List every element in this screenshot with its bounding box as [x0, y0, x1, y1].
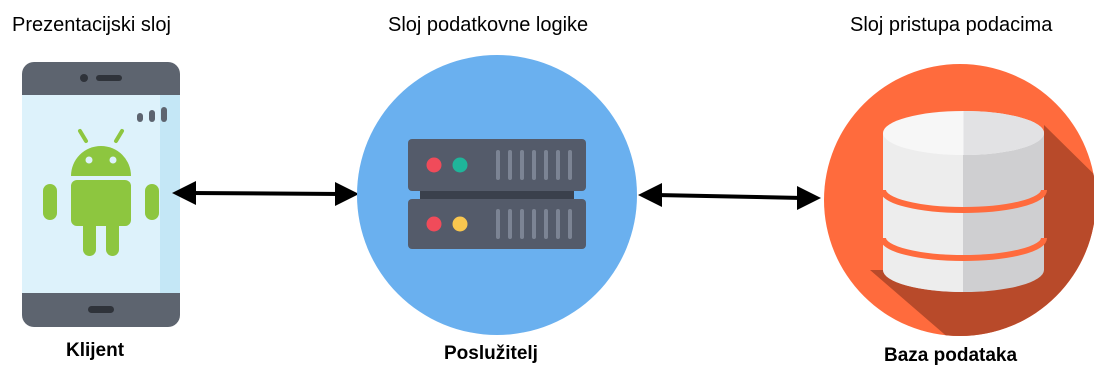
data-access-layer-title: Sloj pristupa podacima	[850, 14, 1053, 36]
server-rack-icon	[357, 55, 637, 335]
database-label: Baza podataka	[884, 345, 1018, 366]
client-label: Klijent	[66, 340, 125, 361]
android-robot-icon	[43, 129, 159, 256]
server-database-arrow	[638, 183, 821, 210]
logic-layer-title: Sloj podatkovne logike	[388, 14, 589, 36]
server-label: Poslužitelj	[444, 343, 538, 364]
client-server-arrow	[172, 181, 359, 206]
presentation-layer-title: Prezentacijski sloj	[12, 14, 171, 36]
android-phone-icon	[22, 62, 180, 327]
database-icon	[824, 64, 1094, 336]
